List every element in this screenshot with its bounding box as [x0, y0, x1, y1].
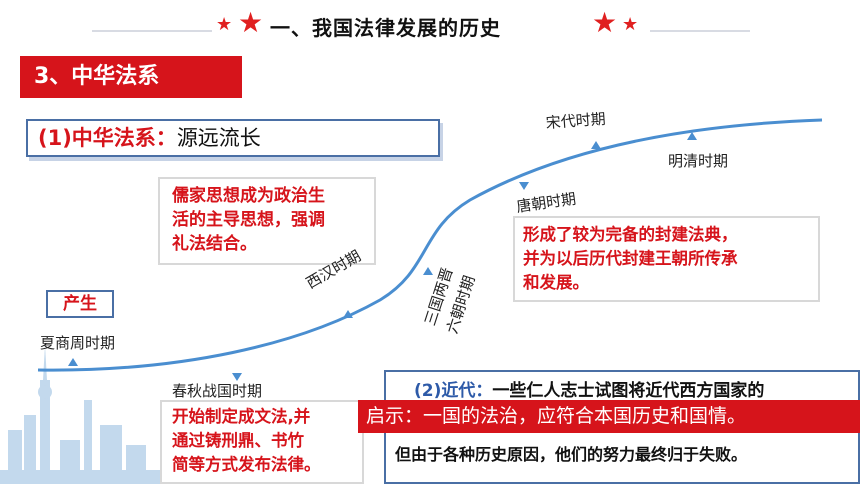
insight-banner: 启示：一国的法治，应符合本国历史和国情。 — [358, 400, 860, 433]
star-icon: ★ — [622, 14, 639, 35]
subtitle-box: (1)中华法系：源远流长 — [26, 119, 440, 157]
modern-line-3: 但由于各种历史原因，他们的努力最终归于失败。 — [395, 445, 748, 464]
subtitle-prefix: (1)中华法系： — [38, 126, 177, 150]
note-line: 并为以后历代封建王朝所传承 — [523, 249, 738, 268]
modern-line-1: (2)近代：一些仁人志士试图将近代西方国家的 — [414, 376, 764, 401]
note-chunqiu: 开始制定成文法,并 通过铸刑鼎、书竹 简等方式发布法律。 — [160, 400, 364, 484]
period-ming-qing: 明清时期 — [668, 152, 729, 170]
modern-label: (2)近代： — [414, 381, 493, 401]
arrow-markers — [68, 132, 697, 381]
star-icon: ★ — [216, 14, 233, 35]
star-icon: ★ — [592, 6, 618, 39]
modern-text: 一些仁人志士试图将近代西方国家的 — [492, 381, 765, 401]
note-line: 简等方式发布法律。 — [172, 455, 321, 474]
note-line: 儒家思想成为政治生 — [172, 186, 325, 206]
note-line: 形成了较为完备的封建法典， — [523, 225, 738, 244]
note-line: 和发展。 — [523, 273, 589, 292]
note-line: 活的主导思想，强调 — [172, 210, 325, 230]
header-line-left — [92, 30, 212, 32]
subtitle-rest: 源远流长 — [176, 126, 261, 150]
note-line: 礼法结合。 — [172, 234, 257, 254]
period-chunqiu-zhanguo: 春秋战国时期 — [172, 382, 263, 400]
note-line: 通过铸刑鼎、书竹 — [172, 431, 304, 450]
note-line: 开始制定成文法,并 — [172, 407, 311, 426]
note-confucian: 儒家思想成为政治生 活的主导思想，强调 礼法结合。 — [158, 177, 376, 265]
header-line-right — [650, 30, 750, 32]
period-song: 宋代时期 — [545, 109, 607, 132]
origin-tag: 产生 — [46, 290, 114, 318]
period-xia-shang-zhou: 夏商周时期 — [40, 334, 116, 352]
note-tang: 形成了较为完备的封建法典， 并为以后历代封建王朝所传承 和发展。 — [513, 216, 820, 302]
star-icon: ★ — [238, 6, 264, 39]
page-title: 一、我国法律发展的历史 — [270, 16, 501, 40]
section-heading: 3、中华法系 — [20, 56, 242, 98]
timeline-curve — [37, 118, 823, 372]
